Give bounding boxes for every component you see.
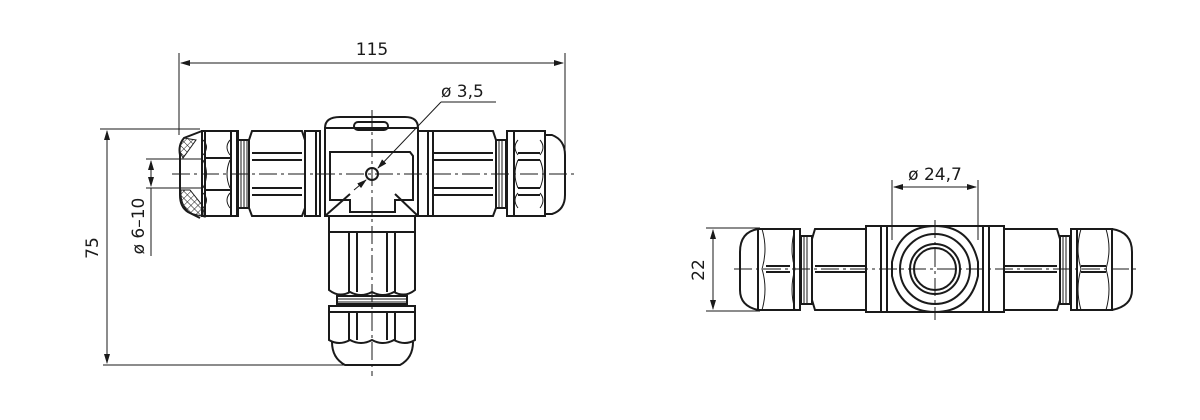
dimension-overall-length: 115 [178, 40, 566, 150]
bottom-branch [328, 215, 416, 366]
top-view: 22 ø 24,7 [689, 165, 1138, 320]
top-right-thread [1059, 235, 1071, 305]
dimension-label-22: 22 [689, 259, 709, 281]
dimension-overall-height: 75 [83, 128, 345, 366]
front-view: 115 75 ø 6–10 ø 3,5 [83, 40, 578, 376]
dimension-body-height: 22 [689, 227, 760, 312]
dimension-label-gland-diameter: ø 24,7 [908, 165, 962, 185]
top-left-thread [800, 235, 813, 305]
dimension-gland-diameter: ø 24,7 [891, 165, 979, 240]
left-hex-body [248, 130, 321, 217]
top-right-gland [1070, 228, 1133, 311]
left-cable-gland [178, 130, 239, 219]
dimension-cable-diameter: ø 6–10 [129, 158, 202, 256]
right-cable-gland [506, 130, 566, 217]
dimension-label-75: 75 [83, 237, 103, 259]
right-hex-body [417, 130, 497, 217]
dimension-hole-diameter: ø 3,5 [353, 82, 496, 191]
left-thread [237, 139, 250, 209]
dimension-label-cable-diameter: ø 6–10 [129, 198, 149, 255]
mounting-hole [365, 167, 379, 181]
dimension-label-hole-diameter: ø 3,5 [441, 82, 484, 102]
dimension-label-115: 115 [356, 40, 388, 60]
top-center-body [865, 224, 1005, 314]
